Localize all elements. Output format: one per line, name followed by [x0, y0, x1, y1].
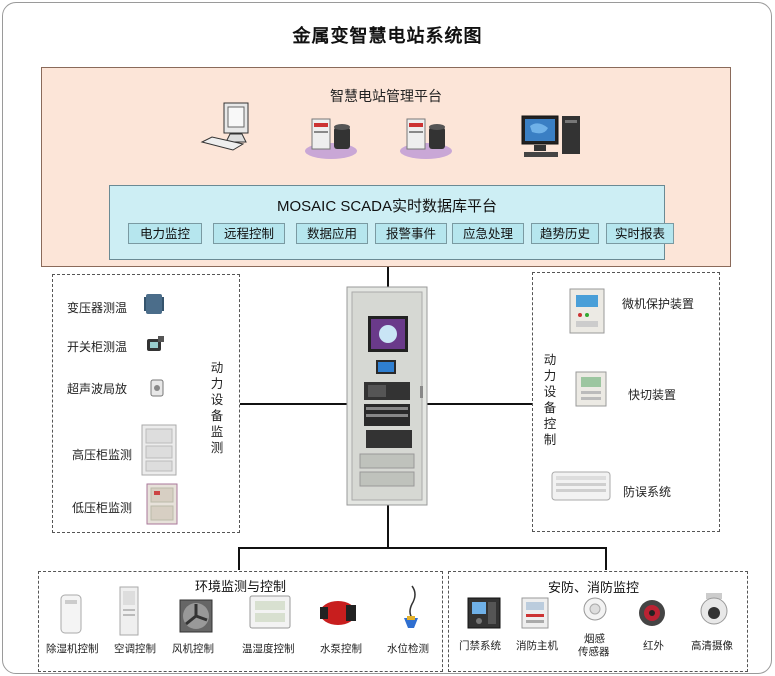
fire-alarm-host-icon: [521, 597, 549, 629]
item-transformer-temperature: 变压器测温: [67, 301, 128, 315]
item-temp-humidity-control: 温湿度控制: [242, 643, 295, 655]
fan-icon: [179, 599, 213, 633]
item-smoke-sensor-line2: 传感器: [578, 646, 610, 658]
connector-line: [238, 547, 240, 570]
module-trend-history[interactable]: 趋势历史: [531, 223, 599, 244]
item-ultrasonic-partial-discharge: 超声波局放: [67, 382, 128, 396]
server-icon: [400, 118, 452, 159]
dehumidifier-icon: [60, 594, 82, 634]
module-power-monitoring[interactable]: 电力监控: [128, 223, 202, 244]
item-fire-host: 消防主机: [516, 640, 558, 652]
scada-title: MOSAIC SCADA实时数据库平台: [276, 198, 498, 215]
fast-switch-device-icon: [575, 371, 607, 407]
environment-monitoring-group: [38, 571, 443, 672]
item-water-level-detection: 水位检测: [387, 643, 429, 655]
hv-cabinet-icon: [141, 424, 177, 476]
platform-title: 智慧电站管理平台: [330, 89, 442, 105]
module-alarm-events[interactable]: 报警事件: [375, 223, 447, 244]
control-cabinet-icon: [346, 286, 428, 506]
item-switchgear-temperature: 开关柜测温: [67, 340, 128, 354]
access-control-icon: [467, 597, 501, 629]
item-lv-cabinet-monitoring: 低压柜监测: [72, 501, 133, 515]
hd-camera-icon: [700, 593, 728, 625]
scada-platform: MOSAIC SCADA实时数据库平台 电力监控 远程控制 数据应用 报警事件 …: [109, 185, 674, 260]
item-fast-switching: 快切装置: [628, 388, 677, 402]
connector-line: [387, 267, 389, 287]
anti-misoperation-panel-icon: [551, 471, 611, 501]
item-microcomputer-protection: 微机保护装置: [622, 297, 695, 311]
item-access-control: 门禁系统: [459, 640, 501, 652]
item-anti-misoperation: 防误系统: [623, 485, 672, 499]
protection-relay-icon: [569, 288, 605, 334]
item-pump-control: 水泵控制: [320, 643, 362, 655]
infrared-sensor-icon: [639, 600, 665, 626]
connector-line: [240, 403, 348, 405]
connector-line: [605, 547, 607, 570]
module-realtime-report[interactable]: 实时报表: [606, 223, 674, 244]
item-hd-camera: 高清摄像: [691, 640, 733, 652]
item-smoke-sensor-line1: 烟感: [584, 633, 605, 645]
security-group-title: 安防、消防监控: [548, 581, 640, 596]
workstation-icon: [200, 102, 249, 151]
lv-cabinet-icon: [146, 483, 178, 525]
module-remote-control[interactable]: 远程控制: [213, 223, 285, 244]
item-fan-control: 风机控制: [172, 643, 214, 655]
connector-line: [426, 403, 532, 405]
smoke-detector-icon: [583, 597, 607, 621]
module-data-application[interactable]: 数据应用: [296, 223, 368, 244]
air-conditioner-icon: [119, 586, 139, 636]
water-level-sensor-icon: [404, 585, 418, 628]
thermo-hygrometer-icon: [249, 595, 291, 629]
management-platform: 智慧电站管理平台 MOSAIC SCADA实时数据库平台 电力监控 远: [41, 67, 731, 267]
group-label-power-monitoring: 动力设备监测: [210, 360, 224, 455]
item-infrared: 红外: [643, 640, 664, 652]
temperature-sensor-icon: [147, 336, 164, 351]
connector-line: [238, 547, 606, 549]
power-equipment-monitoring-group: [52, 274, 240, 533]
ultrasonic-sensor-icon: [150, 379, 164, 397]
water-pump-icon: [320, 601, 356, 625]
transformer-icon: [144, 294, 164, 314]
environment-group-title: 环境监测与控制: [195, 580, 287, 595]
desktop-computer-icon: [521, 115, 580, 157]
diagram-title: 金属变智慧电站系统图: [292, 26, 483, 47]
server-icon: [305, 118, 357, 159]
group-label-power-control: 动力设备控制: [543, 352, 557, 447]
item-ac-control: 空调控制: [114, 643, 156, 655]
module-emergency-handling[interactable]: 应急处理: [452, 223, 524, 244]
item-hv-cabinet-monitoring: 高压柜监测: [72, 448, 133, 462]
item-dehumidifier-control: 除湿机控制: [46, 643, 99, 655]
connector-line: [387, 505, 389, 548]
